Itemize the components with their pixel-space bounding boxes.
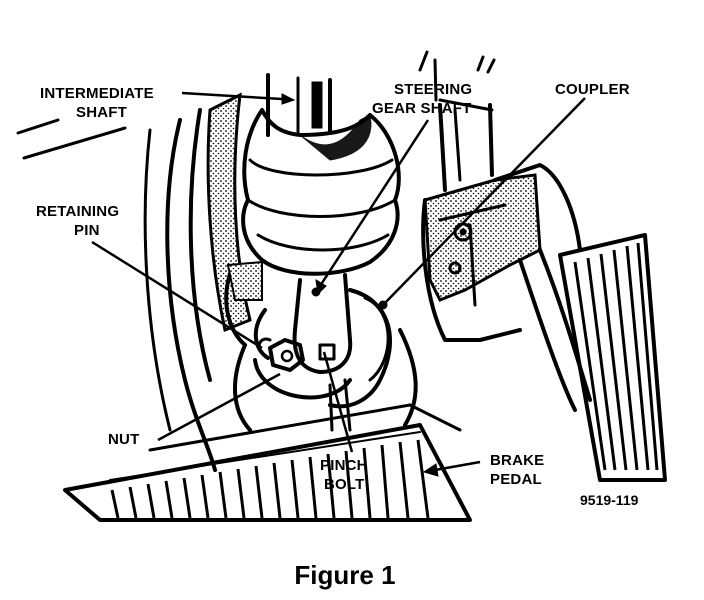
figure-caption: Figure 1: [294, 560, 395, 590]
label-retaining-pin-line2: PIN: [74, 222, 100, 239]
column-bracket: [433, 58, 494, 192]
leader-brake-pedal: [422, 460, 481, 477]
coupler-assembly: [224, 260, 392, 409]
label-brake-pedal-line1: BRAKE: [490, 452, 544, 469]
rubber-boot: [241, 108, 401, 276]
label-steering-gear-shaft-line1: STEERING: [394, 81, 472, 98]
label-coupler: COUPLER: [555, 81, 630, 98]
leader-intermediate-shaft: [181, 91, 296, 105]
motion-streaks: [16, 50, 496, 160]
leader-nut: [157, 372, 281, 442]
intermediate-shaft: [266, 73, 332, 137]
gear-housing: [233, 328, 418, 432]
label-nut: NUT: [108, 431, 139, 448]
label-brake-pedal-line2: PEDAL: [490, 471, 542, 488]
pedal-bracket: [421, 163, 592, 412]
figure-id: 9519-119: [580, 492, 639, 508]
label-steering-gear-shaft-line2: GEAR SHAFT: [372, 100, 472, 117]
label-retaining-pin-line1: RETAINING: [36, 203, 119, 220]
leader-coupler: [382, 97, 586, 306]
label-pinch-bolt-line2: BOLT: [324, 476, 365, 493]
label-intermediate-shaft-line1: INTERMEDIATE: [40, 85, 154, 102]
accelerator-pedal: [558, 233, 667, 482]
label-intermediate-shaft-line2: SHAFT: [76, 104, 127, 121]
label-pinch-bolt-line1: PINCH: [320, 457, 368, 474]
leader-retaining-pin: [91, 240, 263, 350]
floor-pad: [63, 403, 472, 522]
floor-pad-ribs: [110, 439, 430, 519]
leader-steering-gear-shaft: [315, 119, 430, 296]
leader-pinch-bolt: [322, 351, 354, 453]
